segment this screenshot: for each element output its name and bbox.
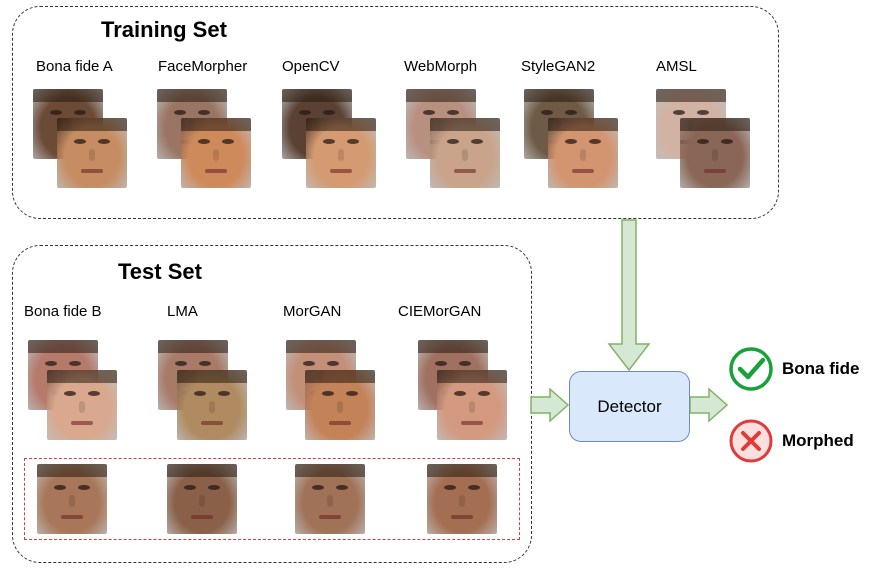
training-set-box xyxy=(12,6,779,219)
arrow-training-to-detector xyxy=(607,219,651,372)
training-face-front xyxy=(306,118,376,188)
training-face-front xyxy=(57,118,127,188)
training-face-front xyxy=(680,118,750,188)
training-face-front xyxy=(430,118,500,188)
training-set-title: Training Set xyxy=(101,17,227,42)
test-column-label: CIEMorGAN xyxy=(398,303,482,320)
test-column-label: MorGAN xyxy=(283,303,342,320)
training-column-label: OpenCV xyxy=(282,58,340,75)
check-circle-icon xyxy=(729,347,773,391)
test-face-morph-reference xyxy=(37,464,107,534)
training-face-front xyxy=(548,118,618,188)
training-column-label: WebMorph xyxy=(404,58,478,75)
test-face-front xyxy=(47,370,117,440)
test-face-morph-reference xyxy=(427,464,497,534)
test-face-morph-reference xyxy=(295,464,365,534)
training-column-label: AMSL xyxy=(656,58,697,75)
test-column-label: Bona fide B xyxy=(24,303,102,320)
bona-fide-label: Bona fide xyxy=(782,359,860,378)
detector-label: Detector xyxy=(597,396,662,416)
training-face-front xyxy=(181,118,251,188)
cross-circle-icon xyxy=(729,419,773,463)
detector-box: Detector xyxy=(569,371,690,442)
test-face-front xyxy=(437,370,507,440)
test-face-morph-reference xyxy=(167,464,237,534)
test-face-front xyxy=(177,370,247,440)
training-column-label: Bona fide A xyxy=(36,58,113,75)
morphed-label: Morphed xyxy=(782,431,854,450)
test-column-label: LMA xyxy=(167,303,198,320)
training-column-label: StyleGAN2 xyxy=(521,58,596,75)
arrow-detector-to-decision xyxy=(689,387,729,423)
arrow-test-to-detector xyxy=(530,387,570,423)
training-column-label: FaceMorpher xyxy=(158,58,248,75)
test-face-front xyxy=(305,370,375,440)
test-set-title: Test Set xyxy=(118,259,202,284)
morph-reference-group xyxy=(24,458,520,540)
